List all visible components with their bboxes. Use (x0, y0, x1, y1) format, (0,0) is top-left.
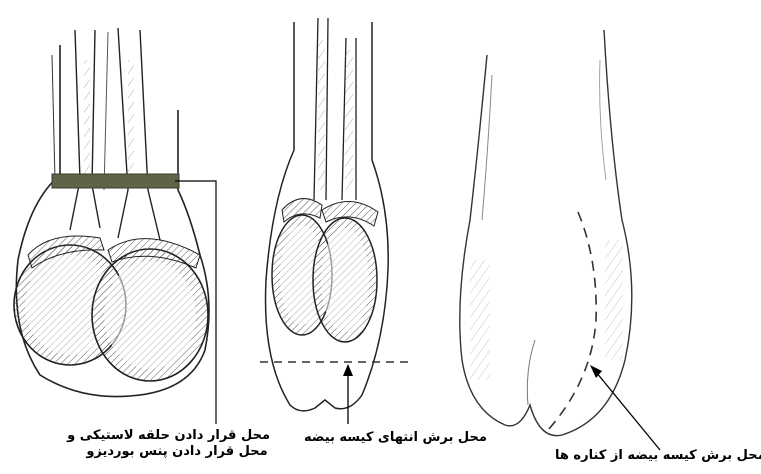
elastrator-ring (52, 174, 179, 188)
figure-side-cut (460, 30, 660, 450)
side-cut-line (548, 212, 596, 430)
side-cut-arrow (596, 372, 660, 450)
spermatic-cord (70, 30, 80, 230)
side-cut-caption: محل برش کیسه بیضه از کناره ها (555, 448, 761, 464)
ring-placement-caption: محل قرار دادن حلقه لاستیکی و محل قرار دا… (84, 428, 270, 460)
tip-cut-caption: محل برش انتهای کیسه بیضه (304, 430, 487, 446)
figure-ring-placement (14, 28, 216, 424)
ring-placement-caption-line1: محل قرار دادن حلقه لاستیکی و (84, 428, 270, 444)
figure-tip-cut (260, 18, 412, 424)
ring-placement-caption-line2: محل قرار دادن پنس بوردیزو (84, 444, 270, 460)
